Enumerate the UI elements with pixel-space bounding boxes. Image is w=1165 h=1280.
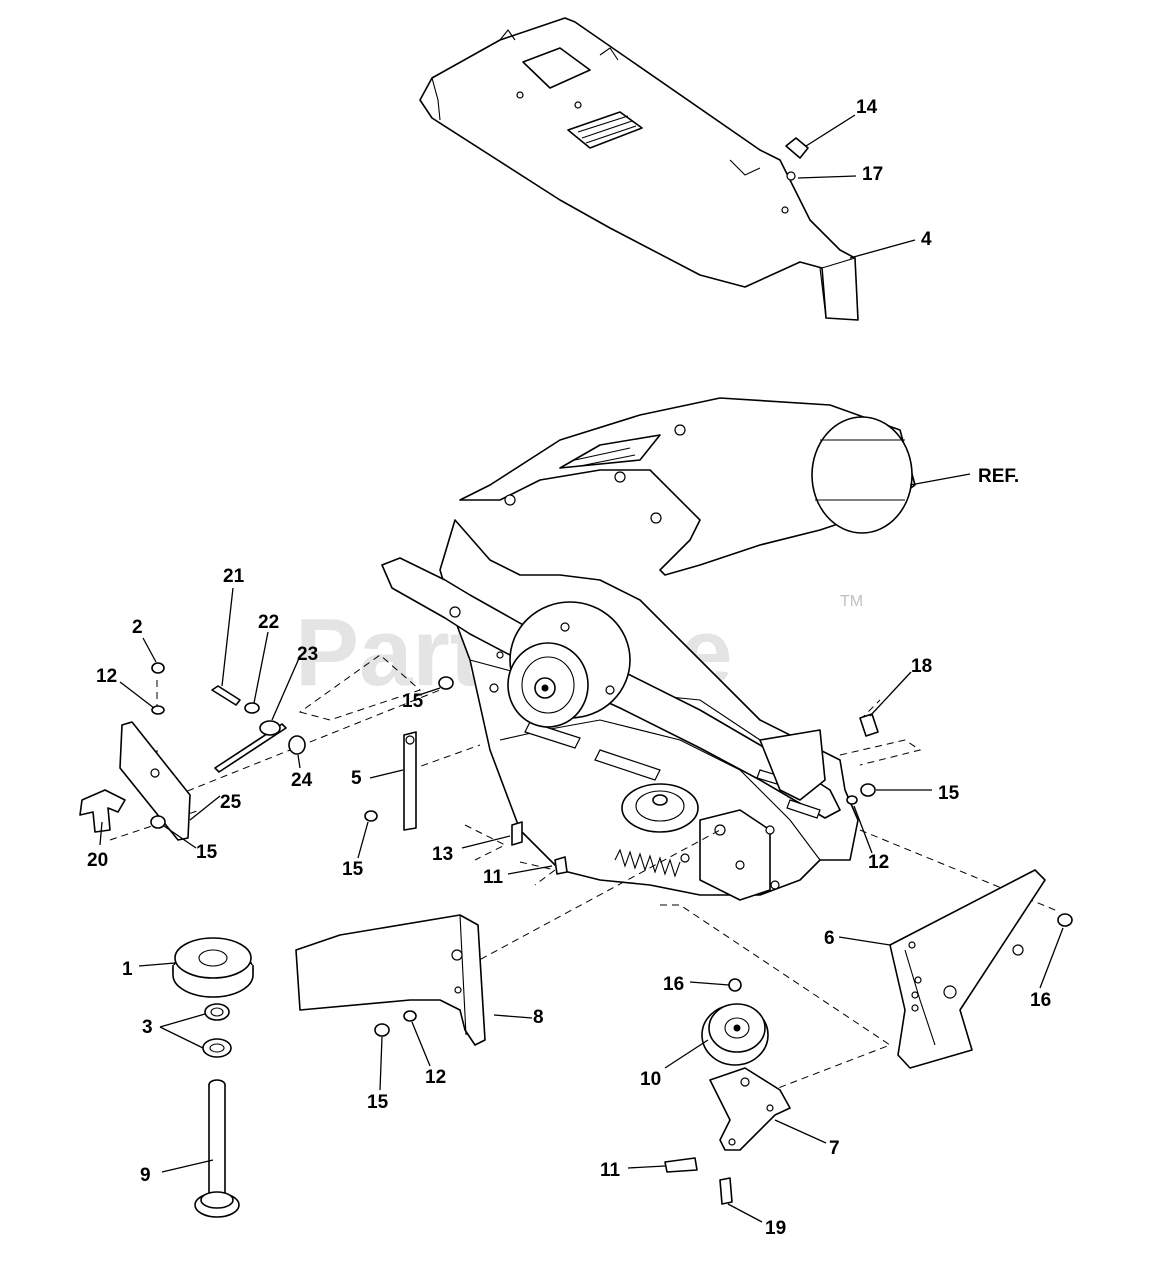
callout-25: 25 — [220, 792, 242, 813]
callout-15-left: 15 — [196, 842, 218, 863]
bolt-18-part[interactable] — [859, 713, 879, 737]
washer-12-left-part[interactable] — [151, 705, 165, 715]
callout-9: 9 — [140, 1165, 151, 1186]
callout-21: 21 — [223, 566, 245, 587]
callout-24: 24 — [291, 770, 313, 791]
callout-20: 20 — [87, 850, 108, 871]
callout-5: 5 — [351, 768, 362, 789]
callout-15-right: 15 — [938, 783, 960, 804]
callout-labels: 14 17 4 REF. 21 2 22 23 12 15 18 24 5 25… — [87, 97, 1051, 1239]
callout-14: 14 — [856, 97, 878, 118]
spindle-9-part[interactable] — [194, 1079, 240, 1218]
link-5-part[interactable] — [403, 731, 417, 831]
callout-12-right: 12 — [868, 852, 889, 873]
nut-15-upper-part[interactable] — [438, 676, 454, 690]
watermark-trademark: TM — [840, 593, 863, 610]
callout-17: 17 — [862, 164, 883, 185]
idler-arm-7-part[interactable] — [709, 1067, 791, 1151]
bolt-11-lower-part[interactable] — [664, 1157, 698, 1173]
callout-11-lower: 11 — [600, 1160, 621, 1181]
callout-23: 23 — [297, 644, 318, 665]
belt-cover-part[interactable] — [419, 17, 859, 321]
callout-16-right: 16 — [1030, 990, 1051, 1011]
nut-24-part[interactable] — [288, 735, 306, 755]
nut-15-part[interactable] — [150, 815, 166, 829]
callout-2: 2 — [132, 617, 143, 638]
callout-11-upper: 11 — [483, 867, 504, 888]
callout-7: 7 — [829, 1138, 840, 1159]
washer-22-part[interactable] — [244, 702, 260, 714]
leader-lines — [99, 114, 1064, 1223]
callout-6: 6 — [824, 928, 835, 949]
nut-16-right-part[interactable] — [1057, 913, 1073, 927]
callout-15-mid: 15 — [342, 859, 364, 880]
idler-pulley-10-part[interactable] — [701, 1003, 769, 1066]
callout-4: 4 — [921, 229, 932, 250]
callout-18: 18 — [911, 656, 932, 677]
nut-2-part[interactable] — [151, 662, 165, 674]
callout-16-upper: 16 — [663, 974, 684, 995]
callout-ref: REF. — [978, 466, 1019, 487]
bolt-19-part[interactable] — [719, 1177, 733, 1205]
pin-23-part[interactable] — [214, 723, 287, 773]
knob-20-part[interactable] — [79, 789, 126, 833]
callout-3: 3 — [142, 1017, 153, 1038]
washer-12-shield-part[interactable] — [403, 1010, 417, 1022]
callout-19: 19 — [765, 1218, 786, 1239]
main-frame-assembly[interactable] — [381, 397, 916, 901]
cover-hole — [786, 171, 796, 181]
shield-8-part[interactable] — [295, 914, 486, 1046]
callout-12-left: 12 — [96, 666, 117, 687]
callout-15-shield: 15 — [367, 1092, 389, 1113]
washer-12-right-part[interactable] — [846, 795, 858, 805]
bolt-21-part[interactable] — [211, 685, 241, 706]
pulley-1-part[interactable] — [172, 937, 254, 998]
nut-15-right-part[interactable] — [860, 783, 876, 797]
clip-part — [785, 137, 809, 159]
bracket-6-part[interactable] — [889, 869, 1046, 1069]
nut-15-lower-part[interactable] — [364, 810, 378, 822]
callout-12-shield: 12 — [425, 1067, 446, 1088]
callout-1: 1 — [122, 959, 133, 980]
bearing-3-part[interactable] — [202, 1003, 232, 1058]
bolt-11-upper-part[interactable] — [554, 856, 568, 875]
bolt-13-part[interactable] — [511, 821, 523, 846]
nut-16-upper-part[interactable] — [728, 978, 742, 992]
callout-13: 13 — [432, 844, 453, 865]
plate-25-part[interactable] — [119, 721, 191, 841]
callout-22: 22 — [258, 612, 279, 633]
callout-15-upper: 15 — [402, 691, 424, 712]
nut-15-shield-part[interactable] — [374, 1023, 390, 1037]
callout-8: 8 — [533, 1007, 544, 1028]
callout-10: 10 — [640, 1069, 661, 1090]
